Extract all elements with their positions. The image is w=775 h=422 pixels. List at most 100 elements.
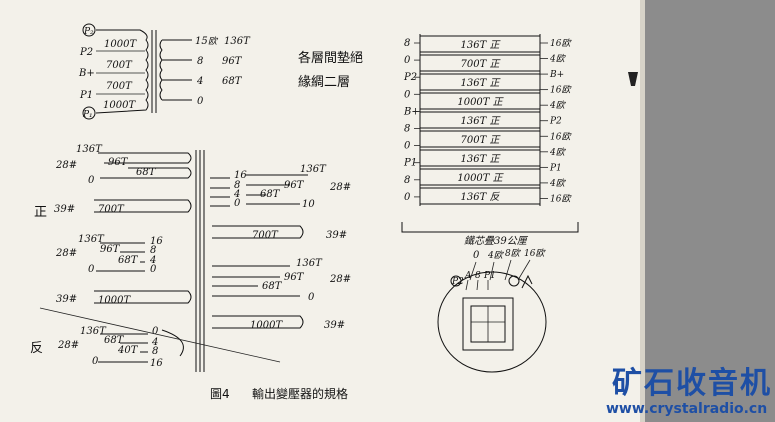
core-stack-label: 鐵芯疊39公厘 xyxy=(464,235,529,247)
primary-label-p2: P2 xyxy=(79,47,93,58)
secondary-tap-4: 4 xyxy=(196,76,203,87)
stack-left-label: 8 xyxy=(404,38,410,49)
bobbin-pin-a-label: A xyxy=(464,271,472,281)
secondary-tap-15: 15 xyxy=(195,36,208,47)
scanned-page: P₂ P₁ P2 B+ P1 1000T 700T 700T 1000T 15 … xyxy=(0,0,645,422)
label-zheng: 正 xyxy=(34,205,47,220)
stack-layer-label: 1000T 正 xyxy=(457,97,504,108)
r1-28: 28# xyxy=(329,182,351,193)
caption-title: 輸出變壓器的規格 xyxy=(252,386,348,401)
r4-coil xyxy=(212,315,304,329)
stack-layer xyxy=(419,111,541,129)
stack-layer-label: 136T 正 xyxy=(461,116,502,127)
stack-layer xyxy=(419,149,541,167)
stack-layer xyxy=(419,130,541,148)
w5-cross xyxy=(161,329,184,357)
bobbin-tap-16: 16欧 xyxy=(524,248,546,259)
w3-8: 8 xyxy=(150,245,156,256)
r1-lines xyxy=(246,174,308,205)
core-dimension-bracket xyxy=(401,222,579,233)
primary-turns-1: 1000T xyxy=(104,39,137,50)
r1-96t: 96T xyxy=(284,180,305,191)
bobbin-tap-lead-0 xyxy=(469,261,477,281)
terminal-p2-text: P₂ xyxy=(83,27,94,37)
stack-left-label: P2 xyxy=(403,72,417,83)
stack-right-label: P2 xyxy=(549,117,562,127)
secondary-winding xyxy=(159,39,163,101)
r3-zero: 0 xyxy=(308,292,315,303)
w5-tap-0: 0 xyxy=(152,326,159,337)
note-title: 各層間墊絕 xyxy=(298,50,363,66)
w2-coil xyxy=(94,199,192,213)
w2-39: 39# xyxy=(54,204,75,215)
watermark-url: www.crystalradio.cn xyxy=(606,401,768,417)
w3-4: 4 xyxy=(149,255,156,266)
w5-zero: 0 xyxy=(92,356,99,367)
r2-39: 39# xyxy=(326,230,347,241)
w3-lines xyxy=(96,242,145,272)
stack-right-label: 4欧 xyxy=(549,147,567,158)
w4-39: 39# xyxy=(56,294,77,305)
bobbin-arrow xyxy=(521,274,533,289)
r1-136t: 136T xyxy=(300,164,327,175)
diagonal-stroke xyxy=(39,307,281,363)
primary-label-bplus: B+ xyxy=(78,68,95,79)
w3-96t: 96T xyxy=(100,244,121,255)
stack-layer-label: 700T 正 xyxy=(461,135,502,146)
stack-layer-label: 136T 正 xyxy=(461,78,502,89)
w3-68t: 68T xyxy=(118,255,139,266)
w3-0: 0 xyxy=(150,264,157,275)
primary-turns-4: 1000T xyxy=(103,100,136,111)
bobbin-pin-8-label: 8 xyxy=(475,271,481,281)
stack-left-label: 0 xyxy=(404,89,411,100)
w5-68t: 68T xyxy=(104,335,125,346)
watermark-title: 矿石收音机 xyxy=(612,366,772,401)
r1-68t: 68T xyxy=(260,189,281,200)
bobbin-pin-lead-8 xyxy=(476,279,479,291)
bobbin-pin-lead-a xyxy=(465,279,469,291)
scan-edge xyxy=(640,0,648,422)
stack-right-label: 4欧 xyxy=(549,100,567,111)
stack-left-label: P1 xyxy=(403,158,417,169)
w5-40t: 40T xyxy=(117,345,139,356)
secondary-tap-8: 8 xyxy=(197,56,203,67)
w1-zero: 0 xyxy=(88,175,95,186)
primary-winding xyxy=(95,29,149,114)
w3-16: 16 xyxy=(150,236,163,247)
grey-margin xyxy=(645,0,775,422)
stack-left-label: 8 xyxy=(404,175,410,186)
r3-96t: 96T xyxy=(284,272,305,283)
w3-28: 28# xyxy=(55,248,77,259)
r3-68t: 68T xyxy=(262,281,283,292)
bobbin-core-window xyxy=(462,297,514,351)
note-subtitle: 緣綢二層 xyxy=(298,75,350,90)
bobbin-tap-4: 4欧 xyxy=(487,250,505,261)
r2-700t: 700T xyxy=(252,230,279,241)
stack-left-label: 0 xyxy=(404,141,411,152)
stack-right-label: 16欧 xyxy=(550,193,572,204)
stack-layer-label: 136T 正 xyxy=(461,40,502,51)
bobbin-pin-p2-label: P2 xyxy=(451,277,464,287)
bobbin-tap-0: 0 xyxy=(473,250,480,261)
stack-right-label: 16欧 xyxy=(550,85,572,96)
r1-0: 0 xyxy=(234,198,241,209)
stack-layer-label: 136T 正 xyxy=(461,154,502,165)
primary-label-p1: P1 xyxy=(79,90,93,101)
stack-right-label: 16欧 xyxy=(550,38,572,49)
r3-lines xyxy=(212,265,300,297)
bobbin-drawing: P2 A 8 P1 0 4欧 8欧 16欧 xyxy=(437,248,547,373)
secondary-turns-68: 68T xyxy=(222,76,243,87)
label-fan: 反 xyxy=(30,341,43,356)
stack-right-label: P1 xyxy=(549,163,562,173)
watermark: 矿石收音机 www.crystalradio.cn xyxy=(606,356,775,422)
r3-136t: 136T xyxy=(296,258,323,269)
stack-layer-label: 136T 反 xyxy=(461,191,501,203)
stack-right-label: 4欧 xyxy=(549,54,567,65)
ink-mark-icon xyxy=(628,72,638,86)
bobbin-pin-p1-label: P1 xyxy=(483,271,496,281)
primary-turns-3: 700T xyxy=(106,81,133,92)
w1-68t: 68T xyxy=(136,167,157,178)
primary-turns-2: 700T xyxy=(106,60,133,71)
w4-1000t: 1000T xyxy=(98,295,131,306)
